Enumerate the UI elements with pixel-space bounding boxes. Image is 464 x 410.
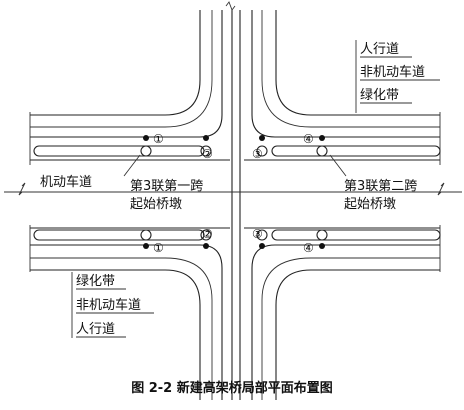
pier-num-tl-2: ② (202, 147, 213, 161)
pier-dot-nw2 (203, 135, 209, 141)
label-nonmotor-bottom: 非机动车道 (76, 297, 141, 313)
median-strip-se (271, 229, 441, 241)
pier-circle-nw2 (200, 145, 212, 157)
pier-num-tr-4: ④ (303, 132, 314, 146)
pier-circle-se2 (316, 229, 328, 241)
pier-dot-ne1 (259, 135, 265, 141)
pier-num-br-3: ③ (252, 227, 263, 241)
pier-dot-se1 (259, 243, 265, 249)
pier-circle-se1 (256, 229, 268, 241)
south-road-lines (199, 268, 277, 400)
pier-num-bl-2: ② (202, 227, 213, 241)
pier-num-br-4: ④ (303, 241, 314, 255)
label-green-bottom: 绿化带 (76, 274, 115, 289)
south-east-corner (251, 244, 440, 306)
pier-num-tr-3: ③ (252, 147, 263, 161)
label-pier-right-1: 第3联第二跨 (344, 179, 417, 194)
left-break-mark (18, 182, 26, 196)
figure-caption: 图 2-2 新建高架桥局部平面布置图 (131, 380, 333, 396)
pier-dot-ne2 (319, 135, 325, 141)
top-break-mark (225, 1, 236, 11)
label-pier-left-2: 起始桥墩 (130, 197, 182, 212)
label-motor-lane: 机动车道 (40, 174, 92, 190)
north-east-corner (251, 79, 440, 138)
pier-dot-se2 (319, 243, 325, 249)
pier-dot-nw1 (143, 135, 149, 141)
south-west-corner (30, 244, 223, 306)
median-strip-ne (271, 145, 441, 157)
pier-circle-nw1 (140, 145, 152, 157)
label-nonmotor-top: 非机动车道 (360, 64, 425, 80)
leader-left (123, 154, 141, 177)
pier-circle-sw2 (200, 229, 212, 241)
label-green-top: 绿化带 (360, 88, 399, 103)
pier-circle-sw1 (140, 229, 152, 241)
label-sidewalk-bottom: 人行道 (76, 322, 115, 337)
median-strip-nw (33, 145, 205, 157)
right-break-mark (437, 182, 445, 196)
north-road-lines (199, 10, 277, 400)
pier-circle-ne2 (316, 145, 328, 157)
pier-circle-ne1 (256, 145, 268, 157)
leader-right (329, 154, 347, 177)
pier-dot-sw1 (143, 243, 149, 249)
pier-num-bl-1: ① (153, 241, 164, 255)
label-pier-right-2: 起始桥墩 (344, 197, 396, 212)
north-west-corner (30, 79, 223, 138)
pier-dot-sw2 (203, 243, 209, 249)
label-sidewalk-top: 人行道 (360, 42, 399, 57)
pier-num-tl-1: ① (153, 132, 164, 146)
label-pier-left-1: 第3联第一跨 (130, 179, 203, 194)
median-strip-sw (33, 229, 205, 241)
